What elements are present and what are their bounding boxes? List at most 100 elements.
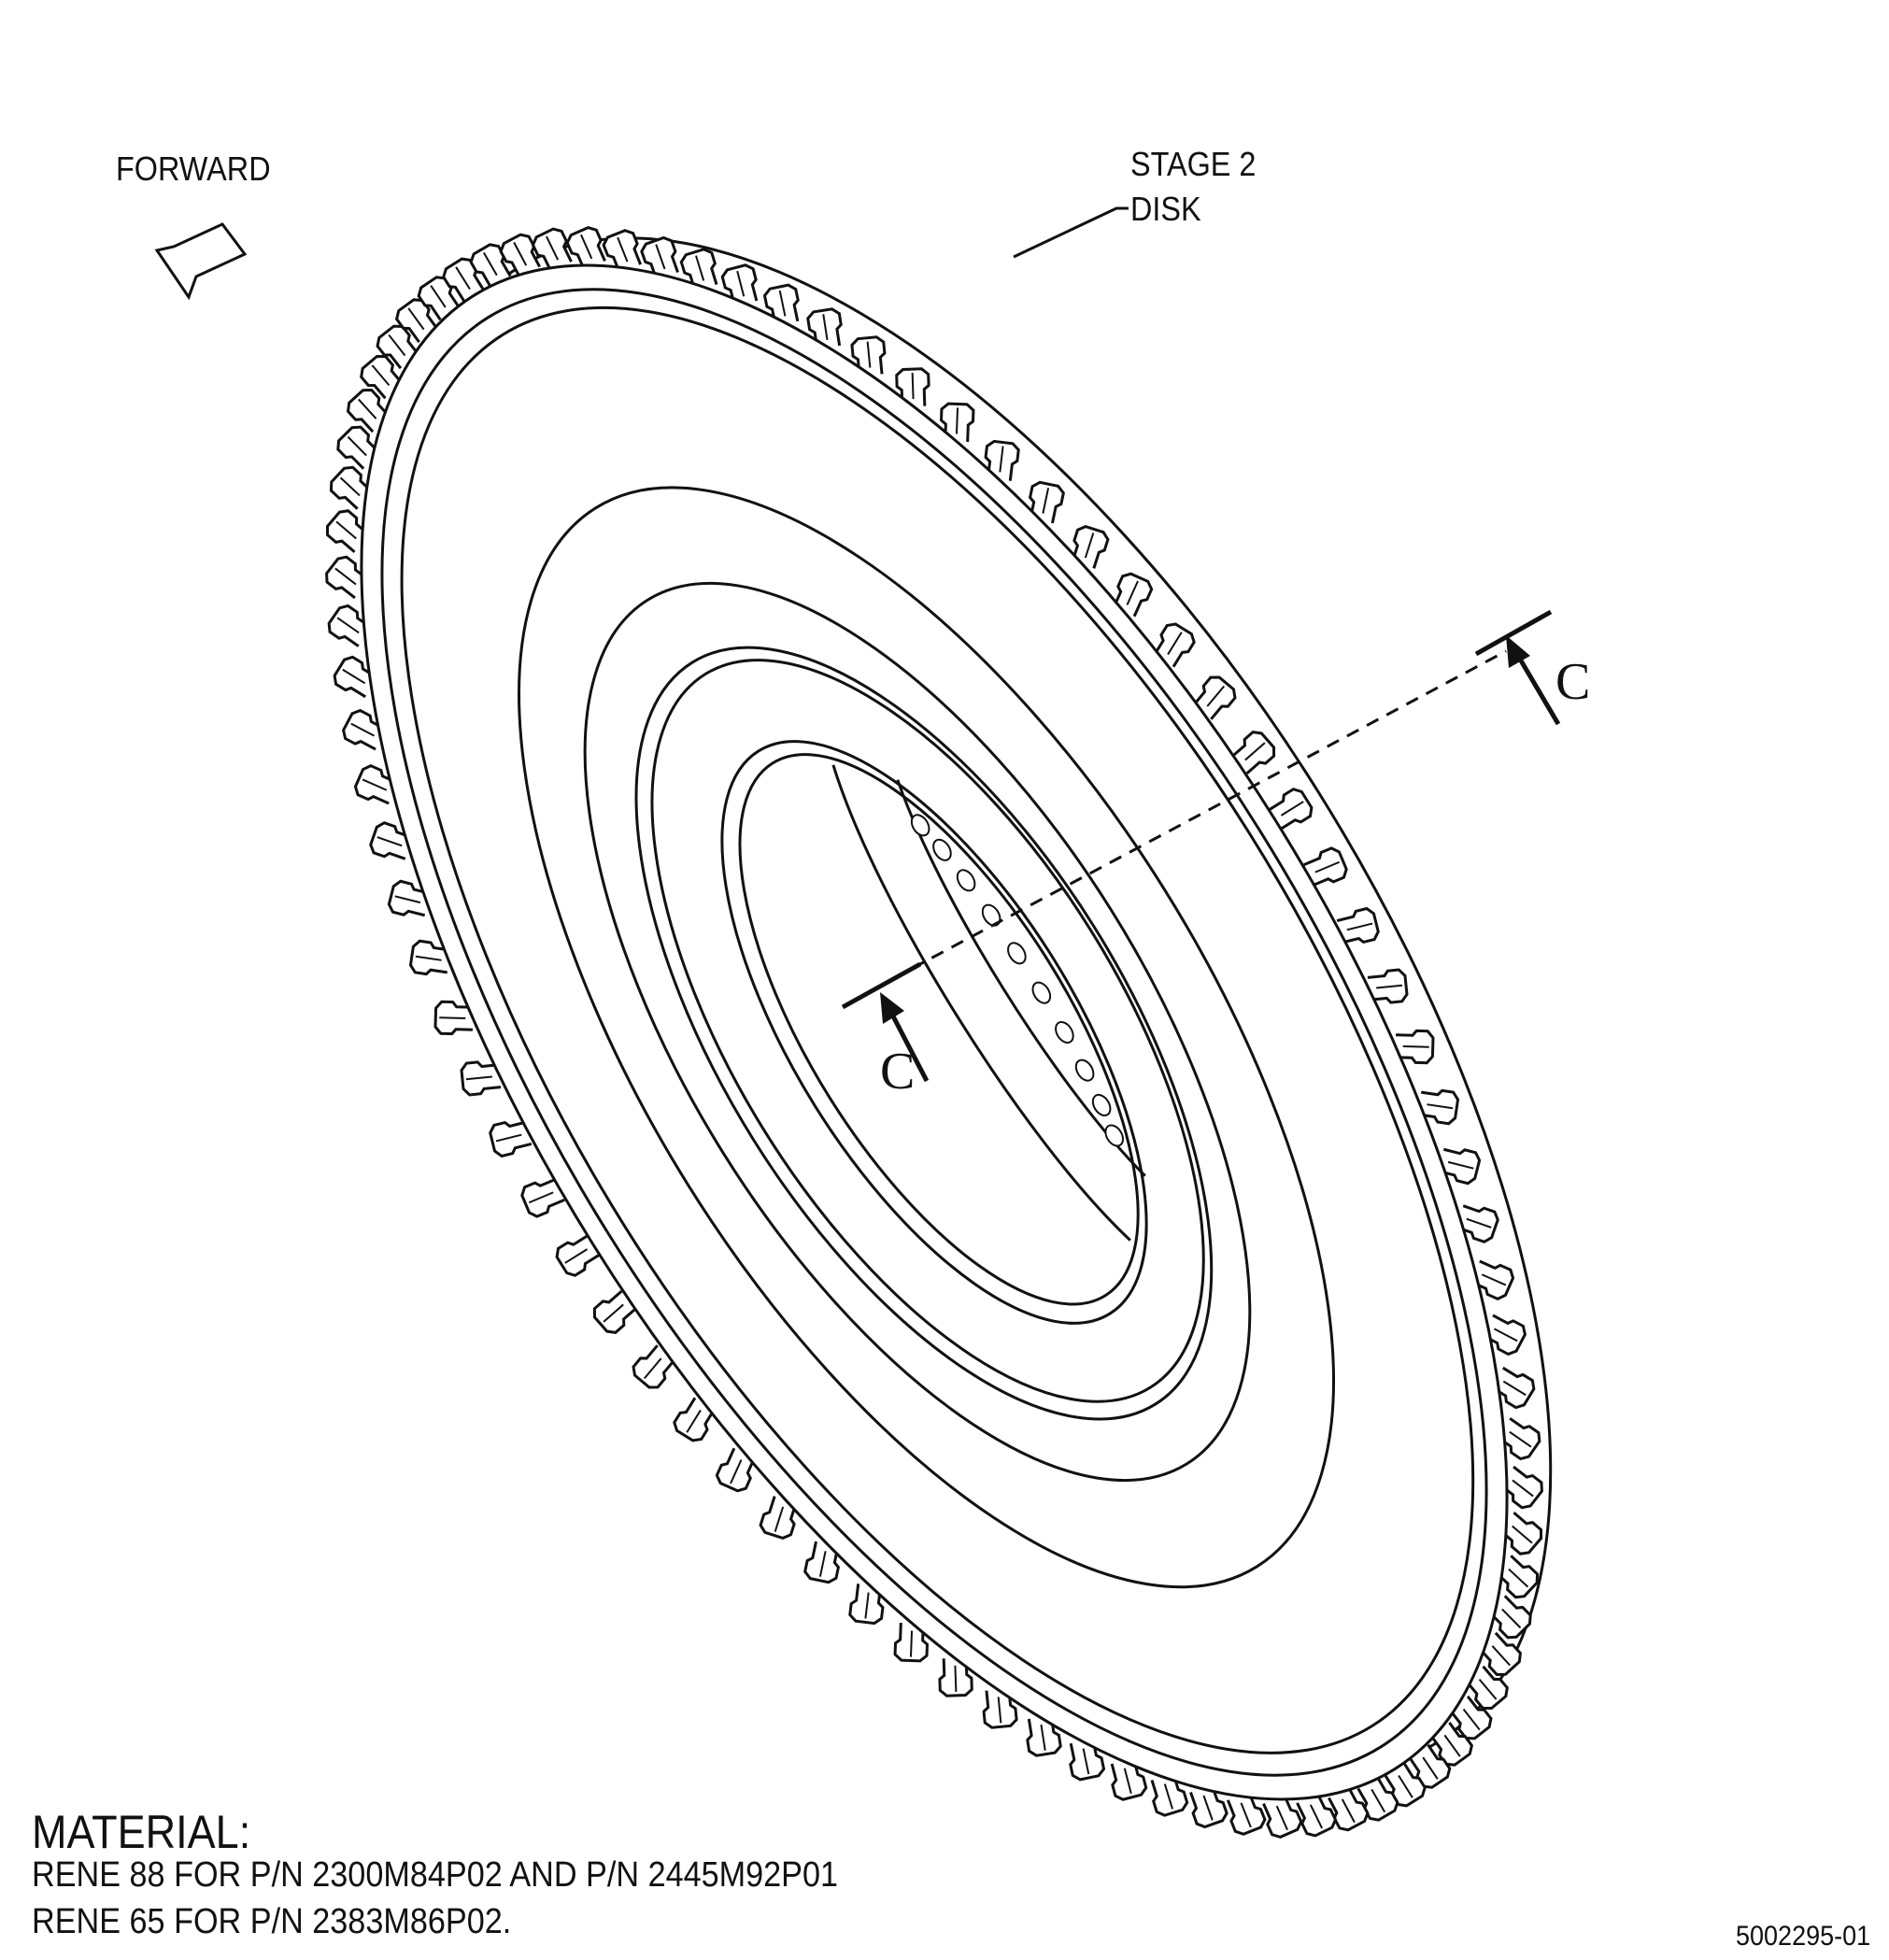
dovetail-post xyxy=(984,439,1020,481)
forward-label: FORWARD xyxy=(116,149,271,188)
dovetail-post xyxy=(531,227,573,273)
dovetail-post xyxy=(1477,1631,1523,1677)
stage-label-leader xyxy=(1013,206,1129,259)
dovetail-post xyxy=(759,1496,798,1540)
dovetail-post xyxy=(329,465,375,510)
dovetail-post xyxy=(1150,1772,1189,1817)
bolt-hole xyxy=(1007,942,1027,965)
hub-step xyxy=(583,581,1252,1483)
dovetail-post xyxy=(848,1584,885,1626)
bolt-hole xyxy=(1091,1093,1112,1117)
dovetail-post xyxy=(327,604,373,647)
dovetail-post xyxy=(1356,1776,1399,1822)
dovetail-post xyxy=(342,708,387,751)
section-cut-bar-upper xyxy=(1474,609,1553,657)
dovetail-post xyxy=(376,324,420,370)
dovetail-post xyxy=(325,555,370,600)
dovetail-post xyxy=(1438,1147,1482,1186)
dovetail-post xyxy=(715,1447,757,1493)
dovetail-post xyxy=(1028,480,1065,524)
dovetail-post xyxy=(469,243,512,289)
dovetail-post xyxy=(1408,1743,1452,1789)
dovetail-post xyxy=(555,1234,601,1277)
dovetail-post xyxy=(325,509,371,553)
dovetail-post xyxy=(602,229,643,274)
dovetail-post xyxy=(1470,1259,1515,1300)
disk-label: DISK xyxy=(1130,190,1201,228)
dovetail-post xyxy=(1336,906,1380,944)
dovetail-post xyxy=(1296,1792,1338,1838)
dovetail-post xyxy=(1455,1204,1499,1243)
dovetail-post xyxy=(360,354,404,400)
dovetail-post xyxy=(333,655,378,699)
dovetail-post xyxy=(1262,1794,1303,1839)
dovetail-post xyxy=(1487,1595,1532,1640)
dovetail-post xyxy=(520,1177,565,1218)
dovetail-post xyxy=(565,225,606,271)
stage-label: STAGE 2 xyxy=(1130,145,1257,183)
bolt-hole xyxy=(981,903,1001,927)
dovetail-post xyxy=(592,1290,638,1334)
bore-outer xyxy=(720,740,1148,1325)
rim-dovetail-slots xyxy=(325,225,1543,1839)
dovetail-post xyxy=(1069,1738,1106,1782)
dovetail-post xyxy=(1192,675,1237,720)
dovetail-post xyxy=(1465,1665,1509,1711)
section-label-lower: C xyxy=(880,1043,916,1101)
dovetail-post xyxy=(1417,1088,1460,1126)
section-arrow-upper-head xyxy=(1506,635,1530,668)
dovetail-post xyxy=(679,248,718,292)
dovetail-post xyxy=(417,276,461,321)
dovetail-post xyxy=(1112,572,1154,618)
web-outer-edge xyxy=(518,486,1335,1589)
bolt-hole xyxy=(1055,1020,1074,1044)
hub-inner-edge xyxy=(650,659,1205,1403)
dovetail-post xyxy=(1189,1783,1229,1829)
dovetail-post xyxy=(762,283,800,327)
dovetail-post xyxy=(1448,1695,1493,1740)
section-cut-bar-lower xyxy=(841,961,922,1010)
dovetail-post xyxy=(1110,1757,1148,1801)
dovetail-post xyxy=(346,388,391,433)
bolt-hole xyxy=(1074,1058,1095,1082)
dovetail-post xyxy=(489,1120,533,1158)
section-arrow-lower-head xyxy=(880,992,904,1024)
material-heading: MATERIAL: xyxy=(32,1806,251,1858)
dovetail-post xyxy=(1153,622,1196,668)
dovetail-post xyxy=(1498,1512,1543,1555)
section-arrow-lower xyxy=(888,1009,930,1083)
dovetail-post xyxy=(1496,1417,1541,1461)
section-label-upper: C xyxy=(1555,653,1591,711)
disk xyxy=(325,225,1553,1839)
dovetail-post xyxy=(1303,846,1348,888)
dovetail-post xyxy=(895,367,930,407)
dovetail-post xyxy=(1482,1314,1527,1356)
dovetail-post xyxy=(499,233,541,278)
dovetail-post xyxy=(938,1657,973,1697)
dovetail-post xyxy=(720,263,759,307)
dovetail-post xyxy=(387,879,431,917)
bolt-hole xyxy=(910,814,930,837)
drawing-number: 5002295-01 xyxy=(1736,1921,1871,1952)
hub-outer-edge xyxy=(634,646,1214,1421)
dovetail-post xyxy=(1071,525,1110,569)
section-cut-line xyxy=(891,649,1507,981)
dovetail-post xyxy=(1494,1555,1540,1599)
dovetail-post xyxy=(803,1541,841,1584)
dovetail-post xyxy=(1328,1786,1370,1832)
bolt-holes xyxy=(910,814,1125,1147)
bore-inner xyxy=(738,753,1140,1306)
dovetail-post xyxy=(1498,1465,1543,1510)
dovetail-post xyxy=(394,298,439,344)
dovetail-post xyxy=(460,1060,502,1097)
bolt-hole xyxy=(956,869,976,892)
section-arrow-upper xyxy=(1515,654,1561,726)
dovetail-post xyxy=(353,764,399,805)
dovetail-post xyxy=(1395,1029,1435,1065)
dovetail-post xyxy=(433,1000,474,1036)
dovetail-post xyxy=(1429,1721,1474,1767)
dovetail-post xyxy=(640,235,679,281)
bolt-hole xyxy=(1031,981,1052,1004)
forward-arrow-icon xyxy=(154,222,248,301)
